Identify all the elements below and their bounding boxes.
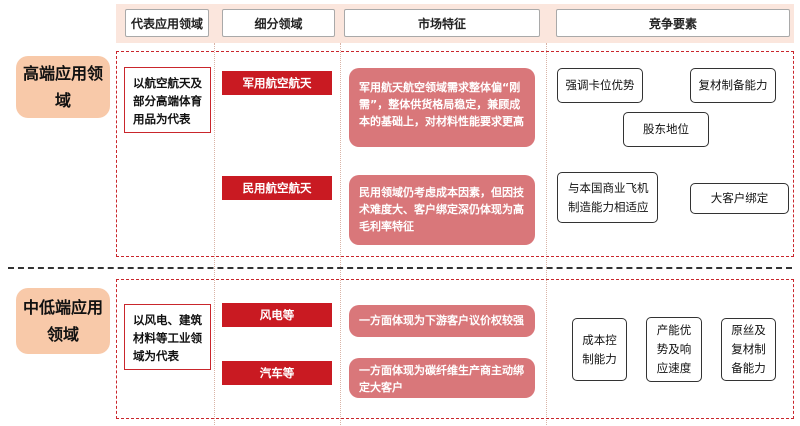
competition-composite-capability: 复材制备能力	[690, 68, 776, 103]
high-end-section-label: 高端应用领域	[16, 56, 110, 118]
competition-cost-control: 成本控制能力	[572, 318, 627, 381]
section-divider	[8, 267, 792, 269]
header-competition-factors: 竞争要素	[556, 9, 790, 37]
header-subfield: 细分领域	[222, 9, 335, 37]
feature-automotive: 一方面体现为碳纤维生产商主动绑定大客户	[349, 358, 535, 398]
mid-low-group-frame	[116, 279, 794, 419]
high-end-representative: 以航空航天及部分高端体育用品为代表	[124, 67, 211, 133]
competition-positioning-advantage: 强调卡位优势	[557, 68, 643, 103]
column-guide	[546, 43, 547, 425]
mid-low-representative: 以风电、建筑材料等工业领域为代表	[124, 304, 211, 370]
subfield-military-aerospace: 军用航空航天	[222, 71, 332, 95]
column-guide	[340, 43, 341, 425]
competition-shareholder-status: 股东地位	[623, 112, 709, 147]
header-representative-field: 代表应用领域	[125, 9, 209, 37]
high-end-group-frame	[116, 51, 794, 257]
feature-wind-power: 一方面体现为下游客户议价权较强	[349, 305, 535, 337]
mid-low-section-label: 中低端应用领域	[16, 288, 110, 354]
header-market-features: 市场特征	[344, 9, 540, 37]
competition-precursor-composite: 原丝及复材制备能力	[721, 318, 776, 381]
competition-domestic-aircraft-fit: 与本国商业飞机制造能力相适应	[557, 172, 658, 223]
subfield-automotive: 汽车等	[222, 361, 332, 385]
subfield-civil-aerospace: 民用航空航天	[222, 176, 332, 200]
competition-key-account-binding: 大客户绑定	[690, 183, 789, 214]
subfield-wind-power: 风电等	[222, 303, 332, 327]
column-guide	[214, 43, 215, 425]
competition-capacity-response: 产能优势及响应速度	[646, 317, 702, 382]
feature-civil-aerospace: 民用领域仍考虑成本因素，但因技术难度大、客户绑定深仍体现为高毛利率特征	[349, 175, 535, 245]
feature-military-aerospace: 军用航天航空领域需求整体偏“刚需”，整体供货格局稳定，兼顾成本的基础上，对材料性…	[349, 68, 535, 147]
